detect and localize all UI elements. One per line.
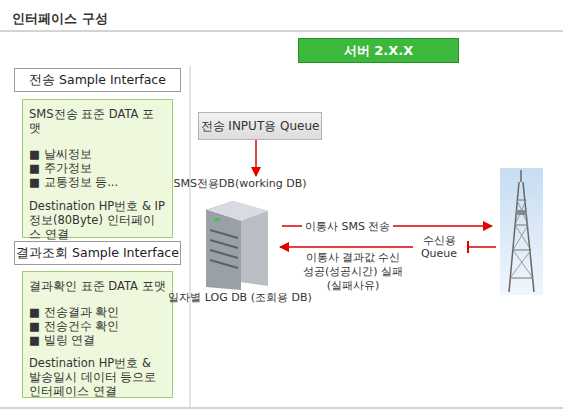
flow-label: 이통사 SMS 전송	[302, 219, 393, 234]
node-text: SMS전송 표준 DATA 포맷	[29, 107, 166, 135]
node-text: 결과조회 Sample Interface	[16, 245, 179, 262]
node-text: ■ 빌링 연결	[29, 333, 166, 347]
format-box: SMS전송 표준 DATA 포맷 ■ 날씨정보■ 주가정보■ 교통정보 등... D…	[22, 99, 173, 238]
connector-arrow	[255, 140, 257, 176]
node-text: Destination HP번호 & 발송일시 데이터 등으로 인터페이스 연결	[29, 356, 166, 398]
bottom-rule	[0, 408, 563, 409]
receive-wire	[468, 246, 496, 248]
database-server: SMS전용DB(working DB)일자별 LOG DB (조회용 DB)	[200, 176, 280, 305]
node-text: 수신용 Queue	[413, 234, 465, 260]
panel-divider	[190, 66, 191, 408]
node-text: Destination HP번호 & IP정보(80Byte) 인터페이스 연결	[29, 199, 166, 241]
node-text: 일자별 LOG DB (조회용 DB)	[168, 290, 312, 305]
receive-bar	[467, 241, 469, 253]
server-band: 서버 2.X.X	[298, 38, 459, 63]
node-text: ■ 전송건수 확인	[29, 319, 166, 333]
connector-arrow	[280, 246, 413, 248]
node-text: SMS전용DB(working DB)	[173, 176, 306, 191]
section-header: 전송 Sample Interface	[14, 68, 181, 92]
queue-label-node: 수신용 Queue	[413, 232, 465, 262]
queue-box: 전송 INPUT용 Queue	[198, 112, 322, 140]
node-text: ■ 교통정보 등...	[29, 175, 166, 189]
edge-label: 이통사 결과값 수신 성공(성공시간) 실패(실패사유)	[300, 251, 406, 293]
tower-illustration	[500, 168, 543, 295]
node-text: ■ 전송결과 확인	[29, 305, 166, 319]
node-text: ■ 날씨정보	[29, 147, 166, 161]
section-header: 결과조회 Sample Interface	[14, 241, 181, 265]
node-text: ■ 주가정보	[29, 161, 166, 175]
node-text: 결과확인 표준 DATA 포맷	[29, 279, 166, 293]
diagram-title: 인터페이스 구성	[12, 10, 108, 28]
node-text: 전송 INPUT용 Queue	[201, 118, 320, 135]
format-box: 결과확인 표준 DATA 포맷 ■ 전송결과 확인■ 전송건수 확인■ 빌링 연결…	[22, 271, 173, 398]
node-text: 서버 2.X.X	[344, 42, 414, 60]
server-illustration	[206, 201, 268, 290]
node-text: 전송 Sample Interface	[29, 72, 166, 89]
title-rule	[0, 31, 563, 32]
